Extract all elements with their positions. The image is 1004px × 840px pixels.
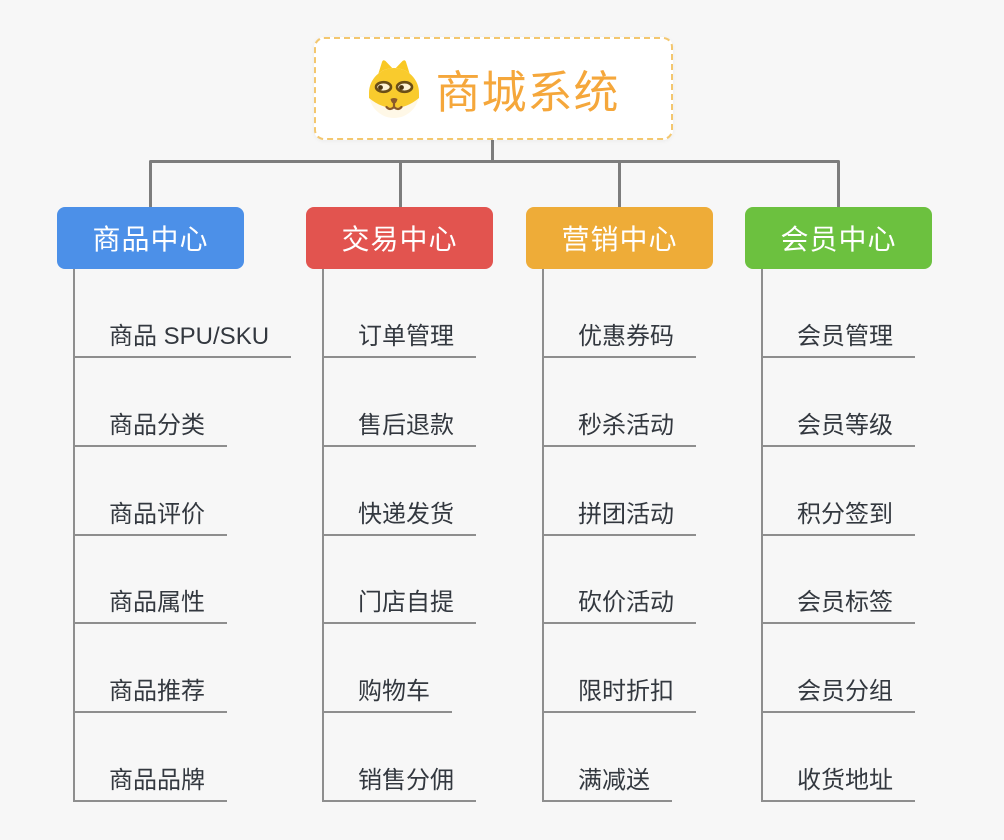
leaf-node[interactable]: 拼团活动	[542, 497, 696, 536]
branch-connector-drop	[618, 161, 621, 208]
leaf-node[interactable]: 积分签到	[761, 497, 915, 536]
leaf-node[interactable]: 商品 SPU/SKU	[73, 319, 292, 358]
root-connector-stub	[491, 139, 494, 163]
leaf-node[interactable]: 秒杀活动	[542, 408, 696, 447]
leaf-node[interactable]: 商品品牌	[73, 763, 227, 802]
leaf-node[interactable]: 订单管理	[322, 319, 476, 358]
shiba-dog-icon	[367, 58, 421, 120]
branch-connector-drop	[149, 161, 152, 208]
leaf-node[interactable]: 会员管理	[761, 319, 915, 358]
leaf-node[interactable]: 购物车	[322, 674, 452, 713]
leaf-node[interactable]: 门店自提	[322, 585, 476, 624]
branch-connector-drop	[837, 161, 840, 208]
branch-column-marketing: 营销中心 优惠券码 秒杀活动 拼团活动 砍价活动 限时折扣 满减送	[526, 207, 786, 807]
branch-node-trade[interactable]: 交易中心	[306, 207, 493, 269]
leaf-node[interactable]: 会员标签	[761, 585, 915, 624]
leaf-node[interactable]: 快递发货	[322, 497, 476, 536]
leaf-node[interactable]: 商品属性	[73, 585, 227, 624]
root-node-mall-system[interactable]: 商城系统	[314, 37, 673, 140]
branch-column-members: 会员中心 会员管理 会员等级 积分签到 会员标签 会员分组 收货地址	[745, 207, 1004, 807]
leaf-node[interactable]: 售后退款	[322, 408, 476, 447]
root-title: 商城系统	[435, 67, 620, 118]
root-connector-horizontal	[149, 160, 840, 163]
leaf-node[interactable]: 优惠券码	[542, 319, 696, 358]
leaf-node[interactable]: 商品评价	[73, 497, 227, 536]
branch-node-members[interactable]: 会员中心	[745, 207, 932, 269]
leaf-node[interactable]: 满减送	[542, 763, 672, 802]
leaf-node[interactable]: 砍价活动	[542, 585, 696, 624]
branch-node-marketing[interactable]: 营销中心	[526, 207, 713, 269]
leaf-node[interactable]: 会员等级	[761, 408, 915, 447]
leaf-node[interactable]: 限时折扣	[542, 674, 696, 713]
branch-connector-drop	[399, 161, 402, 208]
leaf-node[interactable]: 商品推荐	[73, 674, 227, 713]
branch-node-products[interactable]: 商品中心	[57, 207, 244, 269]
leaf-node[interactable]: 会员分组	[761, 674, 915, 713]
leaf-node[interactable]: 销售分佣	[322, 763, 476, 802]
branch-column-trade: 交易中心 订单管理 售后退款 快递发货 门店自提 购物车 销售分佣	[306, 207, 566, 807]
leaf-node[interactable]: 收货地址	[761, 763, 915, 802]
leaf-node[interactable]: 商品分类	[73, 408, 227, 447]
branch-column-products: 商品中心 商品 SPU/SKU 商品分类 商品评价 商品属性 商品推荐 商品品牌	[57, 207, 317, 807]
